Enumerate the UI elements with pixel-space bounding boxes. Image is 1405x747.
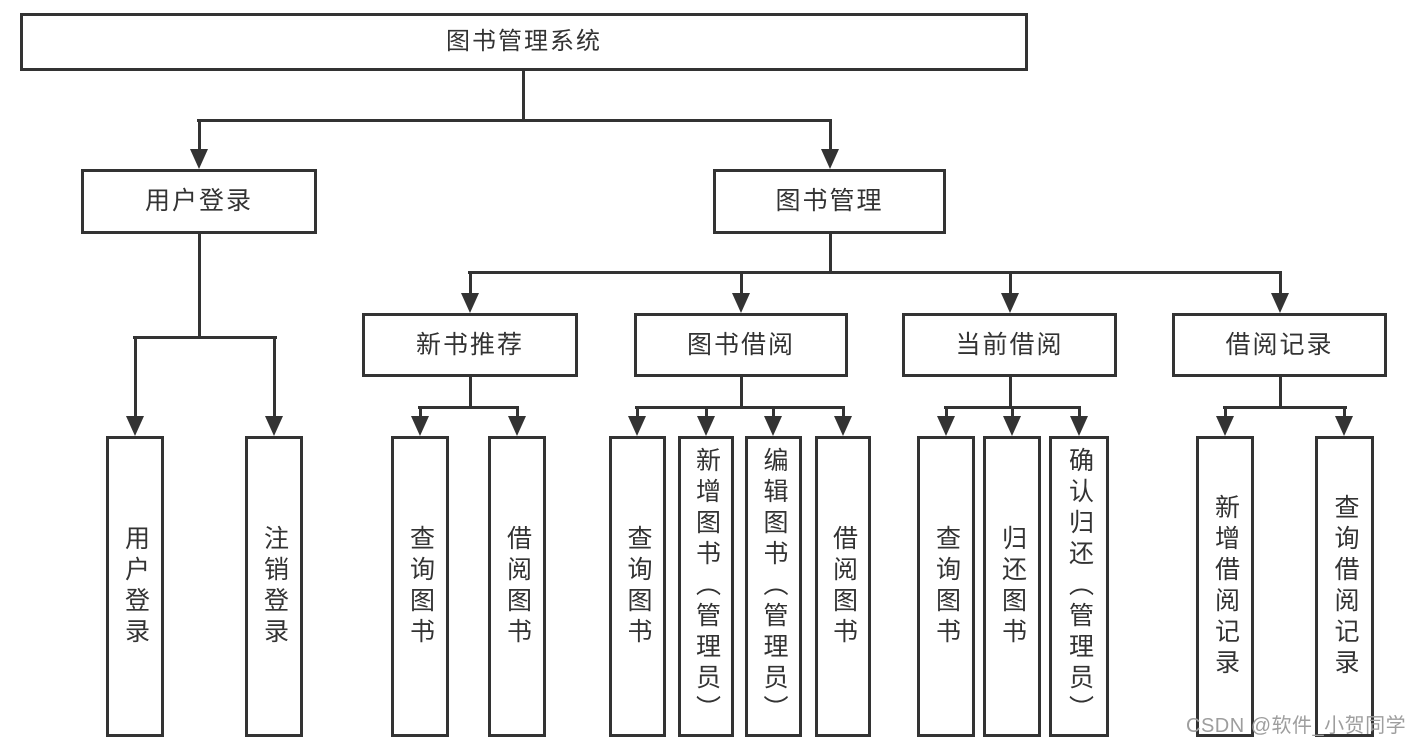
arrow-down-icon xyxy=(834,416,852,436)
csdn-watermark: CSDN @软件_小贺同学 xyxy=(1186,715,1405,737)
arrow-down-icon xyxy=(697,416,715,436)
connector-borrowing-records-branch-line xyxy=(1223,406,1347,409)
connector-arrow-shaft xyxy=(705,406,708,418)
connector-borrowing-records-stem-line xyxy=(1279,377,1282,407)
node-label: 归还图书 xyxy=(998,524,1027,649)
node-label: 借阅记录 xyxy=(1225,330,1334,359)
node-label: 新书推荐 xyxy=(415,330,524,359)
connector-book-mgmt-branch-line xyxy=(468,271,1282,274)
node-label: 用户登录 xyxy=(144,187,253,215)
leaf-user-login: 用户登录 xyxy=(106,436,164,737)
connector-arrow-shaft xyxy=(829,119,832,151)
node-user-login: 用户登录 xyxy=(81,169,317,234)
connector-arrow-shaft xyxy=(134,336,137,418)
connector-arrow-shaft xyxy=(740,271,743,295)
leaf-add-borrow-record: 新增借阅记录 xyxy=(1196,436,1254,737)
connector-arrow-shaft xyxy=(1224,406,1227,418)
leaf-query-books-borrowing: 查询图书 xyxy=(609,436,666,737)
node-label: 新增借阅记录 xyxy=(1211,493,1240,680)
connector-book-borrowing-stem-line xyxy=(740,377,743,407)
arrow-down-icon xyxy=(732,293,750,313)
connector-arrow-shaft xyxy=(1343,406,1346,418)
connector-arrow-shaft xyxy=(198,119,201,151)
leaf-query-books-current: 查询图书 xyxy=(917,436,975,737)
arrow-down-icon xyxy=(1216,416,1234,436)
node-book-management: 图书管理 xyxy=(713,169,946,234)
leaf-query-borrow-record: 查询借阅记录 xyxy=(1315,436,1374,737)
node-label: 新增图书（管理员） xyxy=(692,447,721,726)
node-label: 查询图书 xyxy=(932,524,961,649)
connector-arrow-shaft xyxy=(1078,406,1081,418)
leaf-logout: 注销登录 xyxy=(245,436,303,737)
connector-arrow-shaft xyxy=(636,406,639,418)
connector-arrow-shaft xyxy=(419,406,422,418)
node-label: 图书管理系统 xyxy=(446,28,602,55)
leaf-add-books-admin: 新增图书（管理员） xyxy=(678,436,734,737)
connector-arrow-shaft xyxy=(842,406,845,418)
connector-arrow-shaft xyxy=(516,406,519,418)
connector-new-book-stem-line xyxy=(469,377,472,407)
connector-arrow-shaft xyxy=(772,406,775,418)
node-new-book-recommend: 新书推荐 xyxy=(362,313,578,377)
leaf-return-books: 归还图书 xyxy=(983,436,1041,737)
connector-user-login-branch-line xyxy=(133,336,277,339)
connector-new-book-branch-line xyxy=(418,406,519,409)
connector-user-login-stem-line xyxy=(198,233,201,337)
node-label: 编辑图书（管理员） xyxy=(760,447,788,726)
connector-arrow-shaft xyxy=(1011,406,1014,418)
connector-current-borrowing-stem-line xyxy=(1009,377,1012,407)
leaf-edit-books-admin: 编辑图书（管理员） xyxy=(745,436,802,737)
connector-arrow-shaft xyxy=(1009,271,1012,295)
arrow-down-icon xyxy=(411,416,429,436)
connector-arrow-shaft xyxy=(469,271,472,295)
node-label: 图书借阅 xyxy=(686,330,795,359)
arrow-down-icon xyxy=(628,416,646,436)
connector-arrow-shaft xyxy=(273,336,276,418)
leaf-borrow-books-recommend: 借阅图书 xyxy=(488,436,546,737)
connector-root-branch-line xyxy=(197,119,832,122)
node-label: 用户登录 xyxy=(121,524,150,649)
arrow-down-icon xyxy=(1001,293,1019,313)
arrow-down-icon xyxy=(937,416,955,436)
arrow-down-icon xyxy=(1335,416,1353,436)
arrow-down-icon xyxy=(126,416,144,436)
leaf-borrow-books-borrowing: 借阅图书 xyxy=(815,436,871,737)
connector-root-stem-line xyxy=(522,70,525,120)
arrow-down-icon xyxy=(764,416,782,436)
node-label: 查询图书 xyxy=(406,524,435,649)
arrow-down-icon xyxy=(265,416,283,436)
node-label: 确认归还（管理员） xyxy=(1065,447,1094,726)
connector-arrow-shaft xyxy=(1279,271,1282,295)
connector-book-borrowing-branch-line xyxy=(635,406,845,409)
leaf-query-books-recommend: 查询图书 xyxy=(391,436,449,737)
leaf-confirm-return-admin: 确认归还（管理员） xyxy=(1049,436,1109,737)
arrow-down-icon xyxy=(508,416,526,436)
node-label: 图书管理 xyxy=(775,187,884,215)
arrow-down-icon xyxy=(461,293,479,313)
arrow-down-icon xyxy=(1003,416,1021,436)
node-label: 查询图书 xyxy=(624,524,652,649)
connector-arrow-shaft xyxy=(945,406,948,418)
node-borrowing-records: 借阅记录 xyxy=(1172,313,1387,377)
arrow-down-icon xyxy=(1271,293,1289,313)
node-label: 当前借阅 xyxy=(955,330,1064,359)
node-library-management-system: 图书管理系统 xyxy=(20,13,1028,71)
node-label: 查询借阅记录 xyxy=(1331,493,1359,680)
arrow-down-icon xyxy=(821,149,839,169)
node-current-borrowing: 当前借阅 xyxy=(902,313,1117,377)
connector-book-mgmt-stem-line xyxy=(829,233,832,272)
node-label: 借阅图书 xyxy=(503,524,532,649)
node-label: 借阅图书 xyxy=(829,524,858,649)
arrow-down-icon xyxy=(190,149,208,169)
arrow-down-icon xyxy=(1070,416,1088,436)
node-label: 注销登录 xyxy=(260,524,289,649)
node-book-borrowing: 图书借阅 xyxy=(634,313,848,377)
